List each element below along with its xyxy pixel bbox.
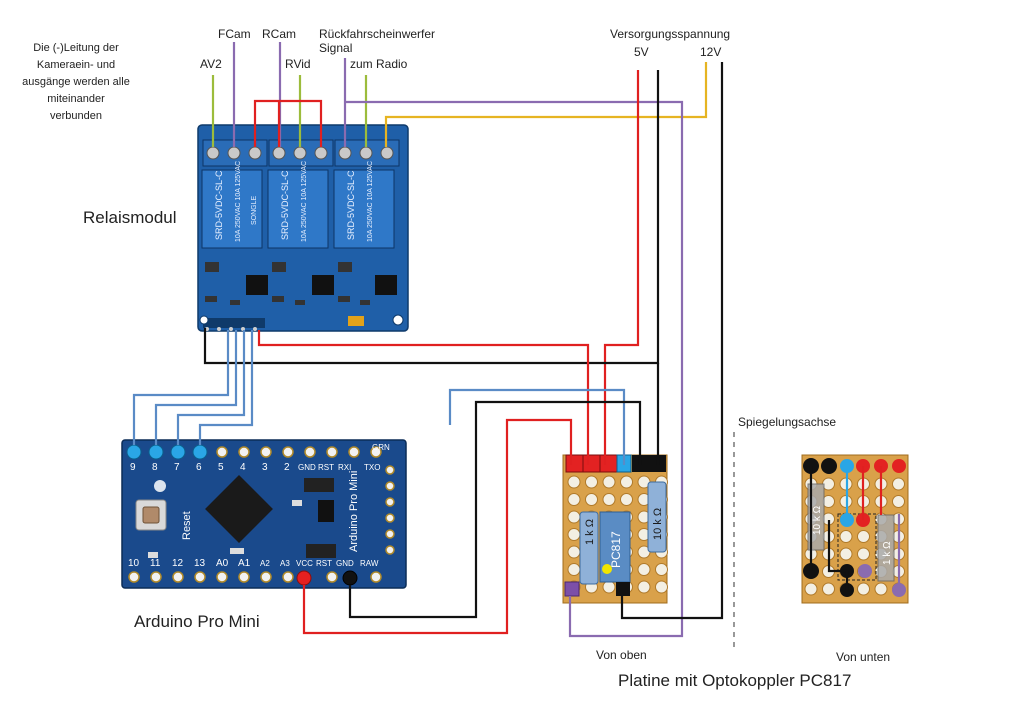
- pin-label-a0: A0: [216, 558, 229, 569]
- pin-label-gnd-bottom: GND: [336, 559, 354, 568]
- solder-pad: [585, 475, 598, 489]
- pin-label-rst-top: RST: [318, 463, 334, 472]
- solder-pad: [567, 493, 581, 506]
- reset-label: Reset: [181, 511, 193, 540]
- solder-pad: [874, 582, 888, 596]
- label-fcam: FCam: [218, 27, 251, 41]
- solder-pad: [602, 580, 616, 594]
- solder-pad: [822, 582, 835, 596]
- pin-label-9: 9: [130, 462, 136, 473]
- pin-label-a2: A2: [260, 559, 270, 568]
- pin-label-4: 4: [240, 462, 246, 473]
- solder-pad: [857, 530, 870, 543]
- pc817-label: PC817: [609, 531, 623, 568]
- resistor-10k-label-bottom: 10 k Ω: [812, 505, 823, 535]
- label-von-oben: Von oben: [596, 648, 647, 662]
- solder-pad: [892, 495, 905, 508]
- pin-label-8: 8: [152, 462, 158, 473]
- pin-label-raw: RAW: [360, 559, 379, 568]
- pin-label-6: 6: [196, 462, 202, 473]
- label-12v: 12V: [700, 45, 722, 59]
- optocoupler-board-top: 1 k Ω 10 k Ω PC817: [562, 454, 668, 604]
- header-pins-top: [565, 454, 666, 473]
- pin-label-txo: TXO: [364, 463, 380, 472]
- pin-label-rxi: RXI: [338, 463, 351, 472]
- wires: [132, 42, 901, 638]
- label-zum-radio: zum Radio: [350, 57, 408, 71]
- label-platine-mit-optokoppler: Platine mit Optokoppler PC817: [618, 671, 852, 690]
- label-grn: GRN: [372, 443, 390, 452]
- label-rueckfahrscheinwerfer: Rückfahrscheinwerfer: [319, 27, 436, 41]
- pin-label-11: 11: [150, 558, 161, 569]
- solder-pad: [567, 545, 581, 559]
- solder-pad: [839, 547, 853, 561]
- solder-pad: [637, 580, 651, 594]
- optocoupler-board-bottom: 10 k Ω 1 k Ω: [801, 454, 909, 604]
- arduino-board-title: Arduino Pro Mini: [348, 471, 360, 552]
- resistor-10k-label: 10 k Ω: [652, 508, 664, 540]
- pin-label-7: 7: [174, 462, 180, 473]
- label-5v: 5V: [634, 45, 649, 59]
- solder-pad: [655, 580, 668, 594]
- pin-label-gnd-top: GND: [298, 463, 316, 472]
- solder-pad: [567, 510, 581, 524]
- label-rvid: RVid: [285, 57, 311, 71]
- relay-module: SRD-5VDC-SL-C SRD-5VDC-SL-C SRD-5VDC-SL-…: [197, 124, 409, 332]
- relay-brand: SONGLE: [251, 195, 258, 225]
- solder-pad: [567, 475, 581, 489]
- label-av2: AV2: [200, 57, 222, 71]
- solder-pad: [804, 582, 818, 596]
- label-rcam: RCam: [262, 27, 297, 41]
- minus-line-note: Die (-)Leitung der Kameraein- und ausgän…: [22, 42, 130, 122]
- solder-pad: [839, 530, 853, 543]
- label-arduino-pro-mini: Arduino Pro Mini: [134, 612, 260, 631]
- relay-2-text: SRD-5VDC-SL-C: [280, 170, 290, 240]
- relay-3-text: SRD-5VDC-SL-C: [346, 170, 356, 240]
- solder-pad: [602, 493, 616, 506]
- solder-pad: [637, 563, 651, 576]
- solder-pad: [567, 563, 581, 576]
- solder-pad: [857, 547, 870, 561]
- label-blk: BLK: [374, 589, 390, 598]
- solder-pad: [567, 528, 581, 541]
- solder-pad: [585, 493, 598, 506]
- label-relaismodul: Relaismodul: [83, 208, 177, 227]
- pin-label-2: 2: [284, 462, 290, 473]
- pin-label-a3: A3: [280, 559, 290, 568]
- pin-label-12: 12: [172, 558, 184, 569]
- relay-1-spec: 10A 250VAC 10A 125VAC: [235, 161, 242, 242]
- relay-2-spec: 10A 250VAC 10A 125VAC: [301, 161, 308, 242]
- pin-label-3: 3: [262, 462, 268, 473]
- label-von-unten: Von unten: [836, 650, 891, 664]
- arduino-board: 9 8 7 6 5 4 3 2 GND RST RXI TXO GRN BLK …: [121, 439, 407, 598]
- relay-1-text: SRD-5VDC-SL-C: [214, 170, 224, 240]
- solder-pad: [620, 493, 633, 506]
- solder-pad: [857, 582, 870, 596]
- pin-label-a1: A1: [238, 558, 251, 569]
- resistor-1k-label-bottom: 1 k Ω: [882, 541, 893, 565]
- pin-label-rst-bottom: RST: [316, 559, 332, 568]
- pin-label-13: 13: [194, 558, 206, 569]
- pin-label-5: 5: [218, 462, 224, 473]
- label-signal: Signal: [319, 41, 353, 55]
- solder-pad: [620, 475, 633, 489]
- label-spiegelungsachse: Spiegelungsachse: [738, 415, 837, 429]
- resistor-1k-label: 1 k Ω: [584, 519, 596, 545]
- label-versorgungsspannung: Versorgungsspannung: [610, 27, 731, 41]
- pin-label-vcc: VCC: [296, 559, 313, 568]
- relay-3-spec: 10A 250VAC 10A 125VAC: [367, 161, 374, 242]
- solder-pad: [892, 477, 905, 491]
- solder-pad: [602, 475, 616, 489]
- solder-pad: [655, 563, 668, 576]
- pin-label-10: 10: [128, 558, 140, 569]
